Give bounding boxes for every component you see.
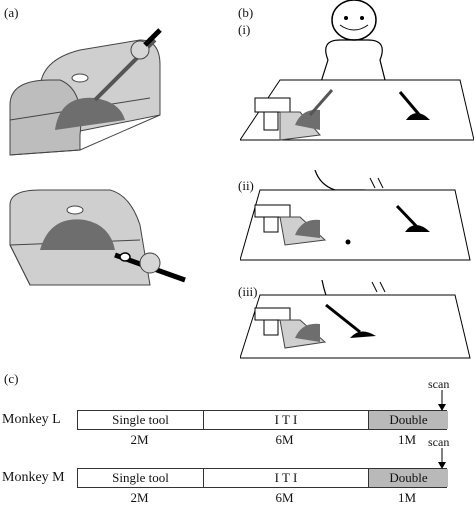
segment-duration: 1M <box>397 432 417 447</box>
subpanel-label-i: (i) <box>238 22 251 37</box>
segment-duration: 6M <box>275 432 294 447</box>
timeline-segment: Double <box>368 411 448 429</box>
subpanel-label-iii: (iii) <box>238 284 258 299</box>
scene-ii <box>240 170 474 280</box>
subpanel-label-ii: (ii) <box>238 178 254 193</box>
segment-duration: 2M <box>130 490 149 505</box>
segment-duration: 6M <box>275 490 294 505</box>
panel-label-a: (a) <box>4 5 19 20</box>
timeline-segment: I T I <box>203 411 368 429</box>
scan-label: scan <box>428 435 450 449</box>
segment-duration: 2M <box>130 432 149 447</box>
timeline-segment: I T I <box>203 469 368 487</box>
segment-duration: 1M <box>397 490 417 505</box>
scan-label: scan <box>428 377 450 391</box>
scene-iii <box>240 280 474 370</box>
apparatus-illustration-bottom <box>0 185 200 305</box>
scene-i <box>240 0 474 170</box>
row-label: Monkey M <box>2 470 65 485</box>
timeline-segment: Single tool <box>78 411 203 429</box>
panel-label-c: (c) <box>4 371 19 386</box>
apparatus-illustration-top <box>0 20 180 170</box>
panel-label-b: (b) <box>238 5 254 20</box>
timeline-segment: Single tool <box>78 469 203 487</box>
row-label: Monkey L <box>2 412 61 427</box>
scan-arrow-icon <box>438 390 446 411</box>
timeline-segment: Double <box>368 469 448 487</box>
scan-arrow-icon <box>438 448 446 469</box>
